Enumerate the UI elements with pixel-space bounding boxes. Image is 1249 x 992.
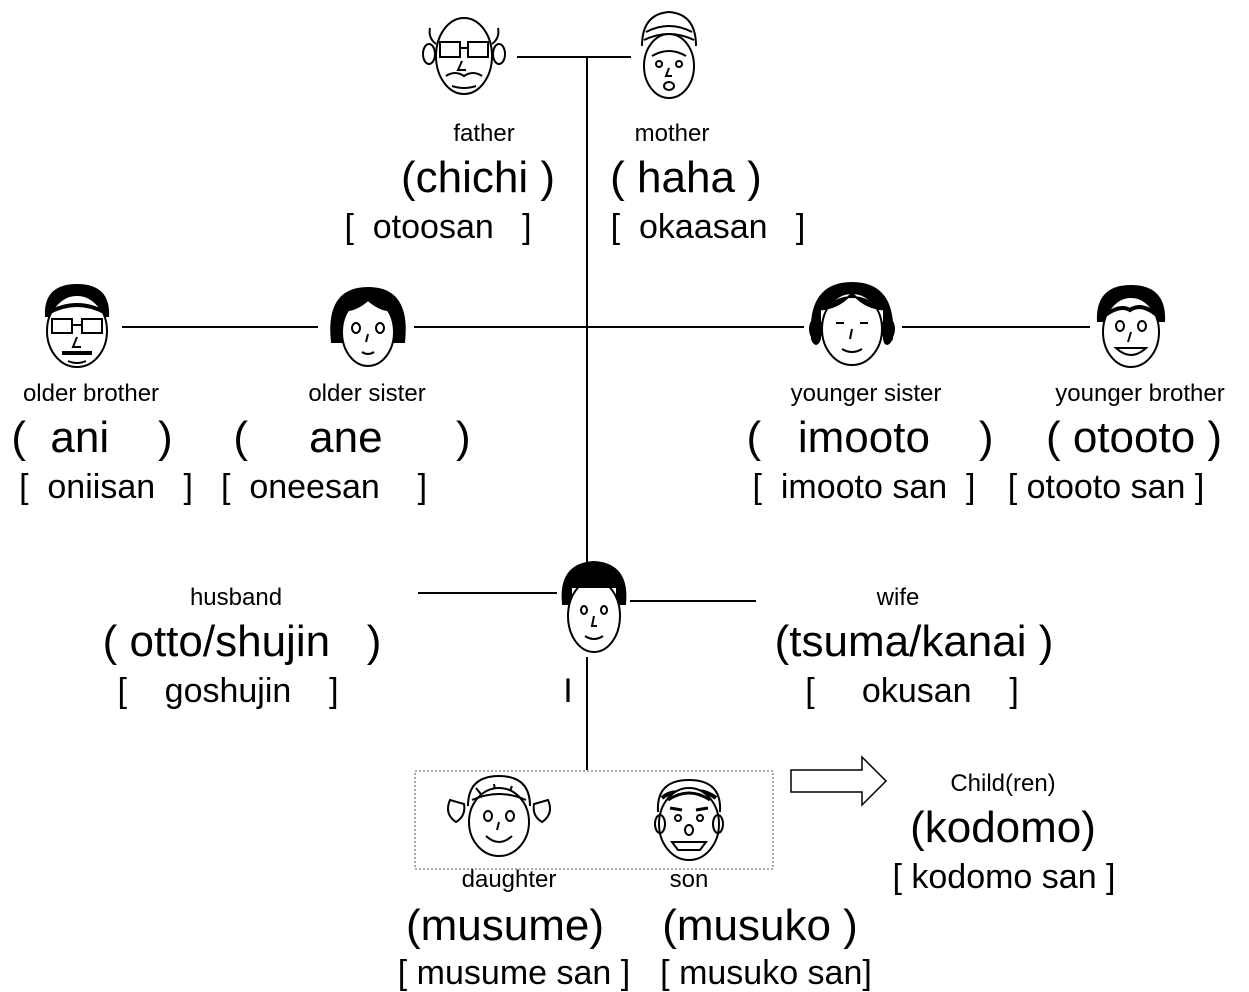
daughter-face-icon — [447, 774, 551, 857]
younger-brother-face-icon — [1096, 284, 1166, 368]
husband-plain-term: ( otto/shujin ) — [102, 617, 382, 666]
older-brother-polite-term: [ oniisan ] — [19, 468, 193, 506]
older-sister-plain-term: ( ane ) — [233, 413, 471, 462]
wife-plain-term: (tsuma/kanai ) — [774, 617, 1054, 666]
younger-sister-face-icon — [809, 281, 895, 366]
self-face-icon — [561, 560, 627, 653]
mother-polite-term: [ okaasan ] — [610, 208, 806, 246]
children-english-label: Child(ren) — [950, 770, 1056, 797]
son-english-label: son — [669, 866, 709, 893]
older-sister-polite-term: [ oneesan ] — [220, 468, 428, 506]
younger-sister-plain-term: ( imooto ) — [746, 413, 994, 462]
mother-plain-term: ( haha ) — [610, 153, 762, 202]
younger-sister-english-label: younger sister — [790, 380, 942, 407]
younger-brother-polite-term: [ otooto san ] — [1007, 468, 1205, 506]
daughter-english-label: daughter — [461, 866, 557, 893]
self-label: I — [563, 672, 573, 710]
husband-english-label: husband — [189, 584, 283, 611]
husband-polite-term: [ goshujin ] — [117, 672, 339, 710]
father-plain-term: (chichi ) — [400, 153, 556, 202]
older-brother-english-label: older brother — [22, 380, 160, 407]
wife-english-label: wife — [876, 584, 920, 611]
wife-polite-term: [ okusan ] — [805, 672, 1019, 710]
arrow-right-icon — [790, 755, 888, 807]
grandmother-face-icon — [641, 10, 697, 99]
son-polite-term: [ musuko san] — [660, 954, 872, 992]
older-sister-face-icon — [330, 286, 406, 367]
father-english-label: father — [453, 120, 515, 147]
older-brother-face-icon — [44, 283, 110, 368]
son-face-icon — [654, 778, 724, 861]
older-sister-english-label: older sister — [308, 380, 426, 407]
children-plain-term: (kodomo) — [910, 803, 1096, 852]
grandfather-face-icon — [422, 17, 506, 95]
younger-sister-polite-term: [ imooto san ] — [752, 468, 976, 506]
father-polite-term: [ otoosan ] — [344, 208, 532, 246]
mother-english-label: mother — [634, 120, 710, 147]
older-brother-plain-term: ( ani ) — [11, 413, 173, 462]
younger-brother-english-label: younger brother — [1055, 380, 1225, 407]
daughter-plain-term: (musume) — [405, 901, 605, 950]
son-plain-term: (musuko ) — [662, 901, 858, 950]
children-polite-term: [ kodomo san ] — [892, 858, 1116, 896]
daughter-polite-term: [ musume san ] — [397, 954, 631, 992]
younger-brother-plain-term: ( otooto ) — [1045, 413, 1223, 462]
